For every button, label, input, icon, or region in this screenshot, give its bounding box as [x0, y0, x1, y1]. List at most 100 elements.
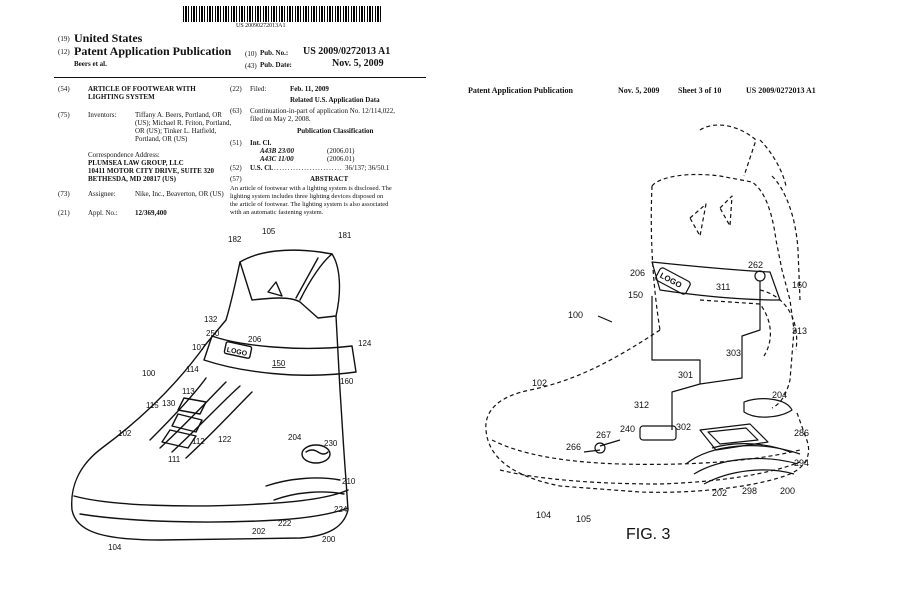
fig-label: 150 [272, 359, 286, 368]
intcl-label: Int. Cl. [250, 139, 272, 147]
abstract-code: (57) [230, 175, 242, 183]
correspondence-line-3: BETHESDA, MD 20817 (US) [88, 175, 176, 183]
fig-label: 206 [248, 335, 262, 344]
inventors-line-1: Tiffany A. Beers, Portland, OR [135, 111, 222, 119]
fig-label: 224 [334, 505, 348, 514]
fig-label: 132 [204, 315, 218, 324]
fig-label: 298 [742, 486, 757, 496]
fig-label: 102 [118, 429, 132, 438]
fig-label: 111 [168, 455, 181, 464]
sheet-header-title: Patent Application Publication [468, 86, 573, 95]
fig-label: 204 [772, 390, 787, 400]
fig-label: 105 [576, 514, 591, 524]
intcl-code: (51) [230, 139, 242, 147]
fig-label: 104 [536, 510, 551, 520]
sheet-header-date: Nov. 5, 2009 [618, 86, 660, 95]
filed-date: Feb. 11, 2009 [290, 85, 329, 93]
correspondence-line-1: PLUMSEA LAW GROUP, LLC [88, 159, 184, 167]
inventors-line-3: OR (US); Tinker L. Hatfield, [135, 127, 217, 135]
abstract-heading: ABSTRACT [310, 175, 349, 183]
filed-label: Filed: [250, 85, 267, 93]
classification-1-year: (2006.01) [327, 147, 355, 155]
fig-label: 240 [620, 424, 635, 434]
filed-code: (22) [230, 85, 242, 93]
abstract-line-2: lighting system includes three lighting … [230, 193, 384, 200]
fig-label: 313 [792, 326, 807, 336]
fig-label: 160 [340, 377, 354, 386]
type-code: (12) [58, 48, 70, 56]
classification-2: A43C 11/00 [260, 155, 294, 163]
fig-label: 206 [630, 268, 645, 278]
fig-label: 115 [146, 401, 159, 410]
fig-label: 122 [218, 435, 232, 444]
country: United States [74, 31, 143, 45]
fig-label: 102 [532, 378, 547, 388]
assignee-label: Assignee: [88, 190, 116, 198]
fig-label: 112 [192, 437, 205, 446]
appl-code: (21) [58, 209, 70, 217]
header-rule [54, 77, 426, 78]
fig-label: 302 [676, 422, 691, 432]
inventors-line-4: Portland, OR (US) [135, 135, 188, 143]
fig-label: 303 [726, 348, 741, 358]
fig-label: 286 [794, 428, 809, 438]
correspondence-line-2: 10411 MOTOR CITY DRIVE, SUITE 320 [88, 167, 215, 175]
classification-2-year: (2006.01) [327, 155, 355, 163]
fig-label: 311 [716, 282, 730, 292]
cont-code: (63) [230, 107, 242, 115]
correspondence-label: Correspondence Address: [88, 151, 160, 159]
country-code: (19) [58, 35, 70, 43]
authors: Beers et al. [74, 60, 107, 68]
title: ARTICLE OF FOOTWEAR WITH LIGHTING SYSTEM [88, 85, 196, 101]
fig-label: 294 [794, 458, 809, 468]
fig-label: 210 [342, 477, 356, 486]
inventors-code: (75) [58, 111, 70, 119]
continuation-line-1: Continuation-in-part of application No. … [250, 107, 395, 115]
logo-text: LOGO [226, 347, 248, 358]
fig-label: 222 [278, 519, 292, 528]
fig-label: 114 [186, 365, 199, 374]
fig-label: 250 [206, 329, 220, 338]
fig-label: 200 [322, 535, 336, 544]
appl-label: Appl. No.: [88, 209, 118, 217]
fig-label: 267 [596, 430, 611, 440]
fig-label: 301 [678, 370, 693, 380]
fig-label: 230 [324, 439, 338, 448]
sheet-header-pubno: US 2009/0272013 A1 [746, 86, 816, 95]
fig-label: 107 [192, 343, 206, 352]
related-heading: Related U.S. Application Data [290, 96, 380, 104]
fig-label: 202 [252, 527, 266, 536]
uscl-code: (52) [230, 164, 242, 172]
figure-caption: FIG. 3 [626, 526, 671, 543]
continuation-line-2: filed on May 2, 2008. [250, 115, 311, 123]
fig-label: 130 [162, 399, 176, 408]
fig-label: 104 [108, 543, 122, 552]
appl-number: 12/369,400 [135, 209, 167, 217]
fig-label: 100 [142, 369, 156, 378]
fig-label: 202 [712, 488, 727, 498]
barcode-number: US 20090272013A1 [236, 23, 286, 29]
fig-label: 113 [182, 387, 195, 396]
pubclass-heading: Publication Classification [297, 127, 374, 135]
assignee-code: (73) [58, 190, 70, 198]
fig-label: 100 [568, 310, 583, 320]
logo-text: LOGO [658, 271, 683, 290]
fig-label: 200 [780, 486, 795, 496]
fig-label: 181 [338, 231, 352, 240]
fig-label: 262 [748, 260, 763, 270]
uscl-value: 36/137; 36/50.1 [345, 164, 390, 172]
publication-type: Patent Application Publication [74, 44, 232, 58]
abstract-line-3: the article of footwear. The lighting sy… [230, 201, 389, 208]
assignee: Nike, Inc., Beaverton, OR (US) [135, 190, 224, 198]
fig-label: 105 [262, 227, 276, 236]
uscl-label: U.S. Cl. [250, 164, 273, 172]
fig-label: 124 [358, 339, 372, 348]
abstract-line-4: with an automatic fastening system. [230, 209, 324, 216]
classification-1: A43B 23/00 [260, 147, 295, 155]
fig-label: 204 [288, 433, 302, 442]
barcode [183, 6, 383, 22]
fig-label: 182 [228, 235, 242, 244]
pubdate-code: (43) [245, 62, 257, 70]
title-code: (54) [58, 85, 70, 93]
abstract-line-1: An article of footwear with a lighting s… [230, 185, 392, 192]
